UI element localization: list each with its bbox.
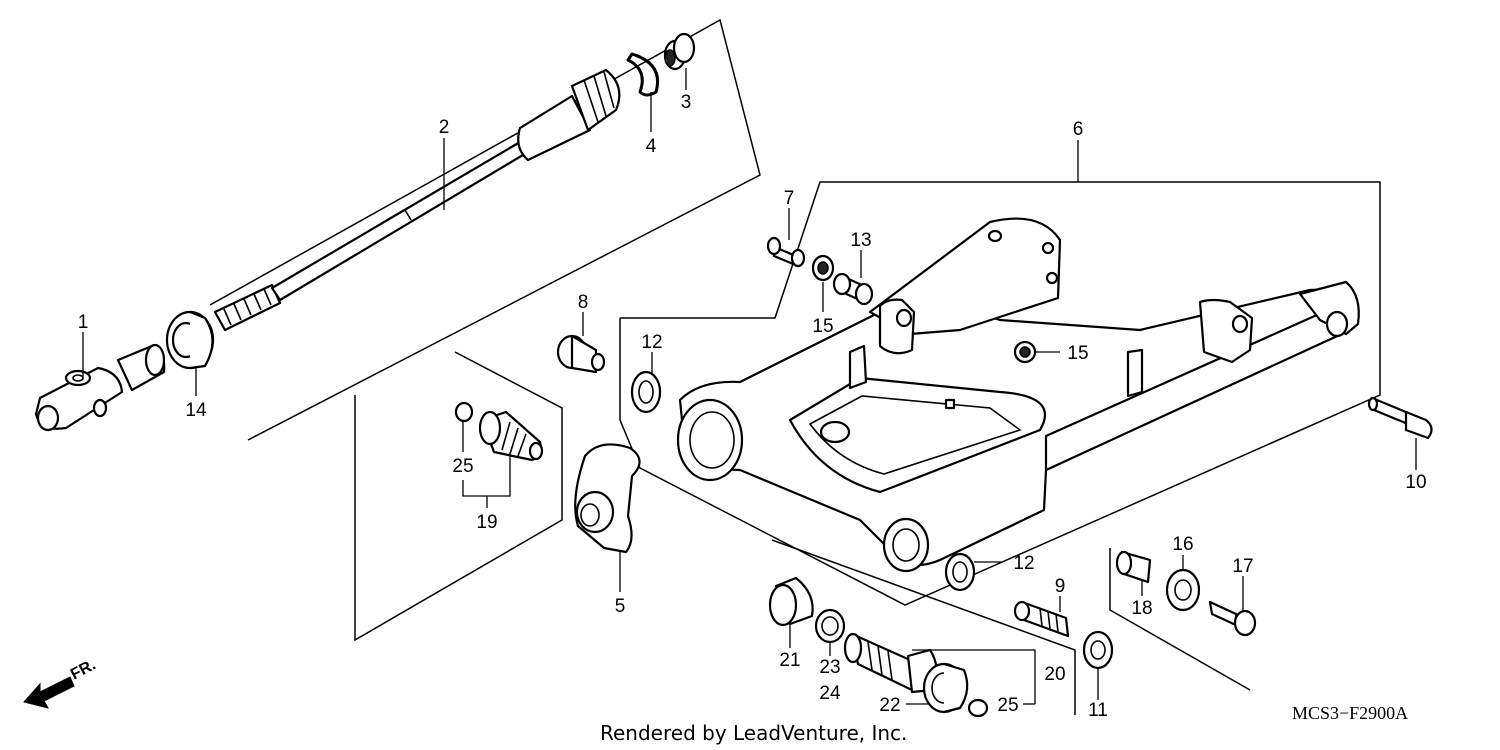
oil-seal-14[interactable] <box>165 310 215 370</box>
callout-2[interactable]: 2 <box>439 117 450 138</box>
callout-6[interactable]: 6 <box>1073 119 1084 140</box>
callout-20[interactable]: 20 <box>1044 664 1065 685</box>
drive-shaft[interactable] <box>213 68 621 332</box>
callout-5[interactable]: 5 <box>615 596 626 617</box>
dust-cover[interactable] <box>574 443 641 554</box>
lock-nut-11[interactable] <box>1082 630 1114 670</box>
damper-spring[interactable] <box>663 32 696 71</box>
pivot-bolt-9[interactable] <box>1013 600 1070 638</box>
callout-23[interactable]: 23 <box>819 657 840 678</box>
callout-13[interactable]: 13 <box>850 230 871 251</box>
front-label: FR. <box>68 656 99 683</box>
seal-21[interactable] <box>768 576 814 627</box>
callout-18[interactable]: 18 <box>1131 598 1152 619</box>
cap-25-lower[interactable] <box>967 698 989 718</box>
reference-code: MCS3−F2900A <box>1292 703 1408 723</box>
leader-lines <box>82 68 1417 705</box>
oring-23[interactable] <box>814 608 846 644</box>
pivot-left-group-outline <box>354 351 563 642</box>
pivot-adjuster-19[interactable] <box>454 401 544 462</box>
front-arrow-icon <box>23 676 75 709</box>
callout-16[interactable]: 16 <box>1172 534 1193 555</box>
callout-25-left[interactable]: 25 <box>452 456 473 477</box>
callout-3[interactable]: 3 <box>681 92 692 113</box>
swingarm-group-outline <box>619 181 1381 606</box>
universal-joint[interactable] <box>34 343 166 432</box>
callout-19[interactable]: 19 <box>476 512 497 533</box>
bolt-17[interactable] <box>1208 600 1257 637</box>
shaft-group-outline <box>209 18 761 441</box>
callout-labels: 1 2 3 4 5 6 7 8 9 10 11 12 12 13 14 15 1… <box>78 92 1427 721</box>
callout-4[interactable]: 4 <box>646 136 657 157</box>
bushing-15-upper[interactable] <box>811 254 835 282</box>
pivot-right-group-outline <box>771 539 1076 715</box>
callout-24[interactable]: 24 <box>819 683 841 704</box>
callout-1[interactable]: 1 <box>78 312 89 333</box>
credit-text: Rendered by LeadVenture, Inc. <box>600 721 907 745</box>
callout-15-lower[interactable]: 15 <box>1067 343 1088 364</box>
bolt-group-outline <box>1109 548 1251 691</box>
callout-22[interactable]: 22 <box>879 695 900 716</box>
callout-14[interactable]: 14 <box>185 400 207 421</box>
callout-17[interactable]: 17 <box>1232 556 1253 577</box>
bushing-15-lower[interactable] <box>1013 340 1037 364</box>
adjuster-24[interactable] <box>843 632 938 694</box>
lock-nut-16[interactable] <box>1165 568 1201 612</box>
bearing-12-upper[interactable] <box>630 370 662 414</box>
collar-13[interactable] <box>832 272 874 306</box>
swingarm[interactable] <box>676 217 1360 573</box>
bolt-10[interactable] <box>1367 396 1433 440</box>
callout-7[interactable]: 7 <box>784 188 795 209</box>
callout-12-lower[interactable]: 12 <box>1013 553 1034 574</box>
collar-7[interactable] <box>766 236 806 268</box>
plug-18[interactable] <box>1115 550 1152 584</box>
callout-9[interactable]: 9 <box>1055 576 1066 597</box>
callout-15-upper[interactable]: 15 <box>812 316 833 337</box>
bearing-12-lower[interactable] <box>944 552 976 592</box>
pivot-bolt-8[interactable] <box>556 334 606 374</box>
callout-8[interactable]: 8 <box>578 292 589 313</box>
seal-22[interactable] <box>922 662 969 714</box>
circlip[interactable] <box>626 52 659 97</box>
front-direction-indicator: FR. <box>23 656 99 709</box>
callout-12-upper[interactable]: 12 <box>641 332 662 353</box>
callout-25-lower[interactable]: 25 <box>997 695 1018 716</box>
callout-11[interactable]: 11 <box>1088 700 1108 721</box>
callout-21[interactable]: 21 <box>779 650 800 671</box>
callout-10[interactable]: 10 <box>1405 472 1426 493</box>
